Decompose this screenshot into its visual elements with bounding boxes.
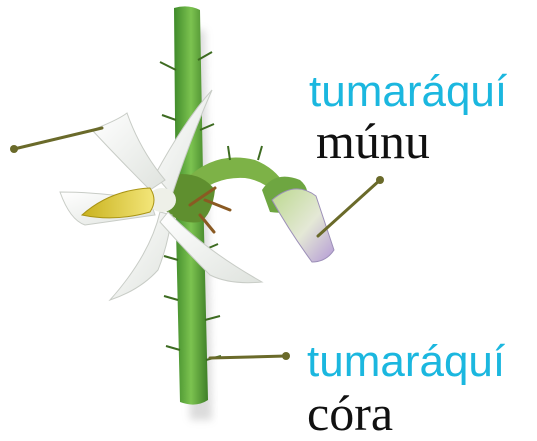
label-stem: tumaráquí córa [307, 340, 505, 438]
label-bud-line1: tumaráquí [309, 70, 507, 114]
bud-body [272, 189, 334, 262]
leader-dot-petal [10, 145, 18, 153]
leader-dot-bud [376, 176, 384, 184]
bud [262, 177, 334, 262]
label-bud-line2: múnu [316, 116, 507, 166]
petal-top-left [92, 113, 165, 190]
leader-dot-stem [282, 352, 290, 360]
leader-line-bud [318, 180, 380, 236]
flower [60, 90, 262, 300]
label-stem-line2: córa [307, 388, 505, 438]
label-bud: tumaráquí múnu [309, 70, 507, 166]
leader-line-petal [14, 128, 102, 149]
label-stem-line1: tumaráquí [307, 340, 505, 384]
leader-line-stem [210, 356, 286, 358]
